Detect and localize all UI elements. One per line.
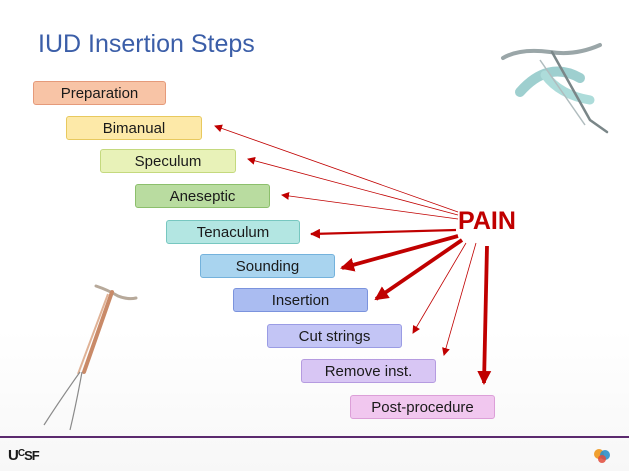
footer-logo-icon bbox=[0, 0, 629, 471]
slide: IUD Insertion Steps PreparationBimanualS… bbox=[0, 0, 629, 471]
